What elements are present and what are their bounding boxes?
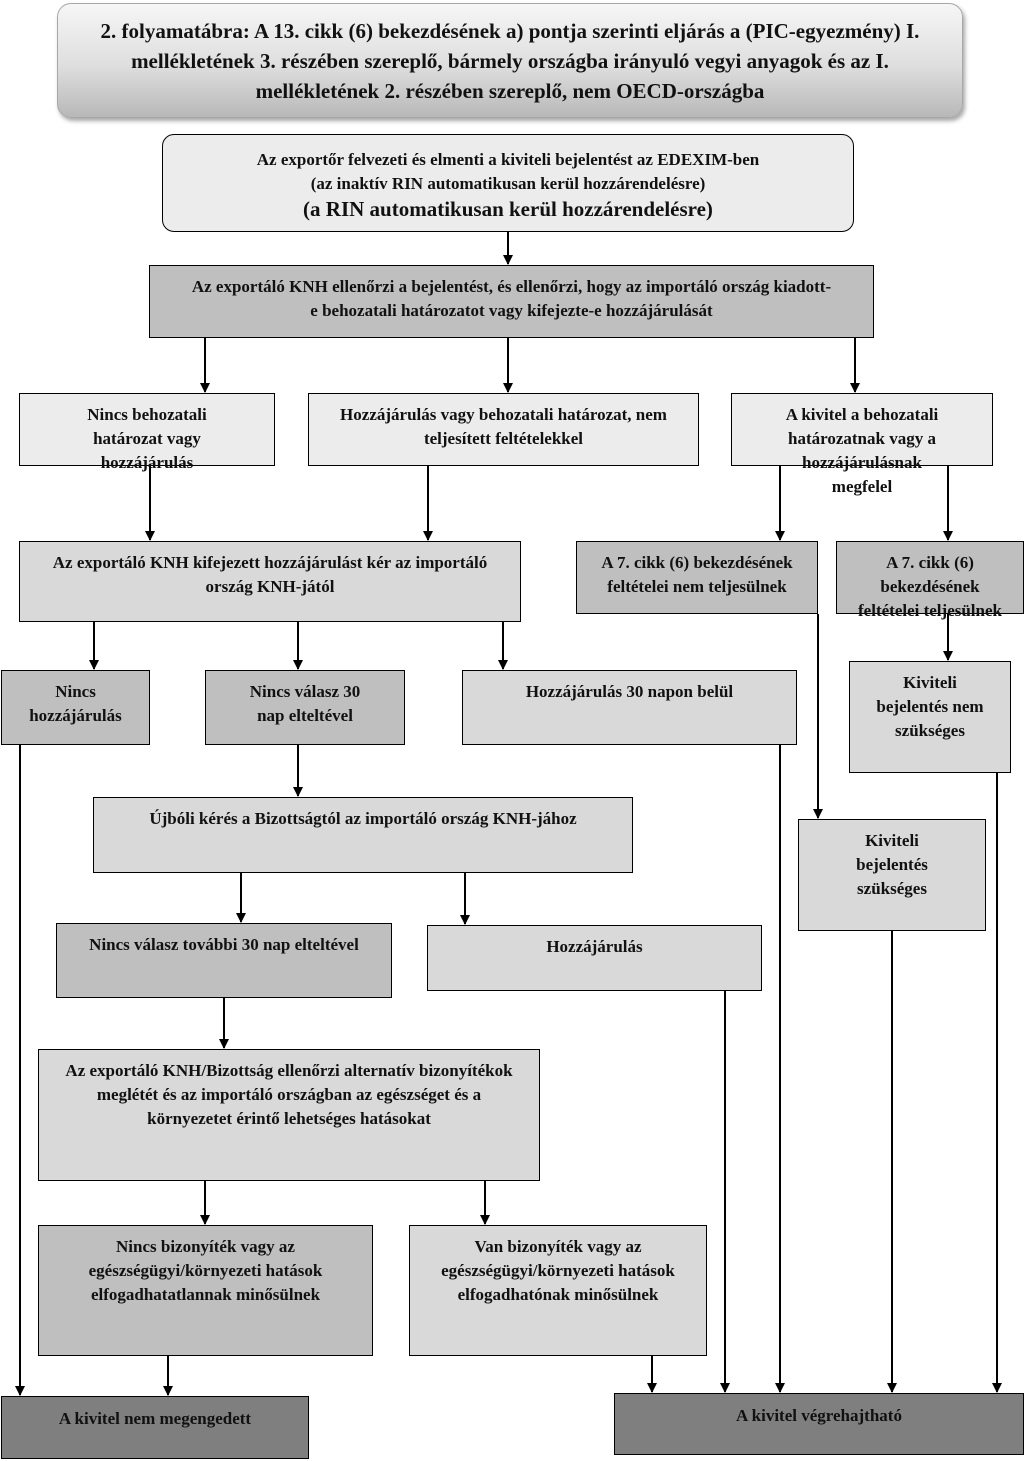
no-consent-box: Nincs hozzájárulás bbox=[1, 670, 150, 745]
notif-needed-box: Kiviteli bejelentés szükséges bbox=[798, 819, 986, 931]
allowed-box: A kivitel végrehajtható bbox=[614, 1393, 1024, 1455]
consent-box: Hozzájárulás bbox=[427, 925, 762, 991]
title-text: 2. folyamatábra: A 13. cikk (6) bekezdés… bbox=[100, 19, 920, 103]
export-conform-box: A kivitel a behozatali határozatnak vagy… bbox=[731, 393, 993, 496]
consent-30-box: Hozzájárulás 30 napon belül bbox=[462, 670, 797, 745]
no-evidence-box: Nincs bizonyíték vagy az egészségügyi/kö… bbox=[38, 1225, 373, 1356]
not-allowed-text: A kivitel nem megengedett bbox=[58, 1409, 252, 1428]
no-decision-text: Nincs behozatali határozat vagy hozzájár… bbox=[87, 405, 207, 472]
alt-check-box: Az exportáló KNH/Bizottság ellenőrzi alt… bbox=[38, 1049, 540, 1181]
art7-met-text: A 7. cikk (6) bekezdésének feltételei te… bbox=[858, 553, 1002, 620]
check-box: Az exportáló KNH ellenőrzi a bejelentést… bbox=[149, 265, 874, 338]
allowed-text: A kivitel végrehajtható bbox=[736, 1406, 902, 1425]
consent-unfulfilled-text: Hozzájárulás vagy behozatali határozat, … bbox=[340, 405, 667, 448]
consent-unfulfilled-box: Hozzájárulás vagy behozatali határozat, … bbox=[308, 393, 699, 466]
evidence-box: Van bizonyíték vagy az egészségügyi/körn… bbox=[409, 1225, 707, 1356]
request-consent-box: Az exportáló KNH kifejezett hozzájárulás… bbox=[19, 541, 521, 622]
alt-check-text: Az exportáló KNH/Bizottság ellenőrzi alt… bbox=[65, 1061, 513, 1128]
no-decision-box: Nincs behozatali határozat vagy hozzájár… bbox=[19, 393, 275, 472]
rerequest-box: Újbóli kérés a Bizottságtól az importáló… bbox=[93, 797, 633, 873]
no-evidence-text: Nincs bizonyíték vagy az egészségügyi/kö… bbox=[88, 1237, 323, 1304]
no-reply-30-box: Nincs válasz 30 nap elteltével bbox=[205, 670, 405, 745]
art7-not-met-box: A 7. cikk (6) bekezdésének feltételei ne… bbox=[576, 541, 818, 614]
no-consent-text: Nincs hozzájárulás bbox=[29, 682, 122, 725]
page-title: 2. folyamatábra: A 13. cikk (6) bekezdés… bbox=[57, 3, 963, 118]
consent-30-text: Hozzájárulás 30 napon belül bbox=[525, 682, 734, 701]
no-reply-more-30-text: Nincs válasz további 30 nap elteltével bbox=[89, 935, 359, 954]
export-conform-text: A kivitel a behozatali határozatnak vagy… bbox=[785, 405, 939, 496]
check-text: Az exportáló KNH ellenőrzi a bejelentést… bbox=[191, 277, 832, 320]
notif-not-needed-box: Kiviteli bejelentés nem szükséges bbox=[849, 661, 1011, 773]
start-line-3: (a RIN automatikusan kerül hozzárendelés… bbox=[303, 197, 713, 221]
rerequest-text: Újbóli kérés a Bizottságtól az importáló… bbox=[149, 809, 577, 828]
start-line-1: Az exportőr felvezeti és elmenti a kivit… bbox=[256, 150, 760, 169]
no-reply-30-text: Nincs válasz 30 nap elteltével bbox=[249, 682, 361, 725]
art7-met-box: A 7. cikk (6) bekezdésének feltételei te… bbox=[836, 541, 1024, 620]
start-line-2: (az inaktív RIN automatikusan kerül hozz… bbox=[310, 174, 706, 193]
notif-needed-text: Kiviteli bejelentés szükséges bbox=[856, 831, 928, 898]
art7-not-met-text: A 7. cikk (6) bekezdésének feltételei ne… bbox=[601, 553, 793, 596]
no-reply-more-30-box: Nincs válasz további 30 nap elteltével bbox=[56, 923, 392, 998]
request-consent-text: Az exportáló KNH kifejezett hozzájárulás… bbox=[52, 553, 488, 596]
notif-not-needed-text: Kiviteli bejelentés nem szükséges bbox=[876, 673, 984, 740]
start-box: Az exportőr felvezeti és elmenti a kivit… bbox=[162, 134, 854, 232]
consent-text: Hozzájárulás bbox=[546, 937, 643, 956]
evidence-text: Van bizonyíték vagy az egészségügyi/körn… bbox=[441, 1237, 675, 1304]
not-allowed-box: A kivitel nem megengedett bbox=[1, 1396, 309, 1459]
